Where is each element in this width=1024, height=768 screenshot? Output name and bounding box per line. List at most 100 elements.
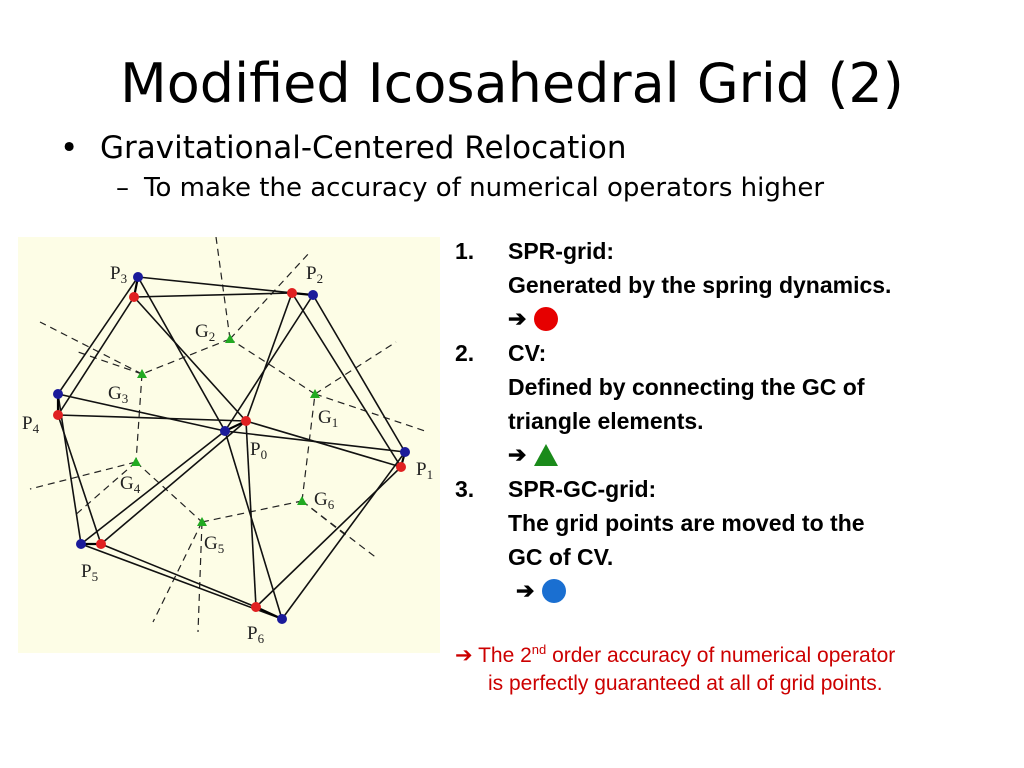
- gc-triangle-marker: [197, 517, 207, 526]
- cv-boundary-dashed-line: [29, 461, 137, 490]
- point-label-g3: G3: [108, 383, 128, 406]
- step-marker-line: ➔: [508, 574, 1015, 608]
- cv-boundary-dashed-line: [314, 393, 429, 433]
- cv-boundary-dashed-line: [39, 321, 143, 375]
- triangle-edge-line: [224, 430, 406, 453]
- arrow-icon: ➔: [516, 578, 535, 603]
- point-label-p3: P3: [110, 263, 127, 286]
- step-desc-line: Generated by the spring dynamics.: [508, 272, 892, 298]
- step-item-1: 1. SPR-grid: Generated by the spring dyn…: [455, 234, 1015, 336]
- step-desc-line: The grid points are moved to the: [508, 510, 865, 536]
- step-item-3: 3. SPR-GC-grid: The grid points are move…: [455, 472, 1015, 608]
- cv-boundary-dashed-line: [135, 461, 203, 523]
- triangle-edge-line: [57, 414, 247, 422]
- green-triangle-icon: [534, 444, 559, 466]
- point-label-g1: G1: [318, 407, 338, 430]
- blue-circle-icon: [542, 579, 567, 603]
- step-number: 1.: [455, 238, 475, 264]
- cv-boundary-dashed-line: [229, 338, 316, 395]
- arrow-icon: ➔: [455, 644, 473, 667]
- cv-boundary-dashed-line: [215, 237, 231, 340]
- bullet-level2-text: To make the accuracy of numerical operat…: [144, 173, 825, 203]
- conclusion-line-1: ➔ The 2nd order accuracy of numerical op…: [455, 636, 1015, 670]
- red-circle-icon: [534, 307, 559, 331]
- cv-boundary-dashed-line: [72, 461, 137, 518]
- gc-triangle-marker: [137, 369, 147, 378]
- step-marker-line: ➔: [508, 438, 1015, 472]
- cv-boundary-dashed-line: [152, 521, 203, 623]
- triangle-edge-line: [57, 276, 139, 395]
- cv-boundary-dashed-line: [201, 500, 303, 523]
- triangle-edge-line: [224, 430, 283, 620]
- gc-triangle-marker: [225, 334, 235, 343]
- triangle-edge-line: [224, 294, 314, 432]
- gc-triangle-marker: [297, 496, 307, 505]
- point-label-g2: G2: [195, 321, 215, 344]
- step-desc-line: GC of CV.: [508, 544, 614, 570]
- cv-boundary-dashed-line: [197, 521, 203, 633]
- point-label-g6: G6: [314, 489, 335, 512]
- spr-gc-grid-point-blue: [76, 539, 86, 549]
- triangle-edge-line: [57, 393, 82, 545]
- point-label-g4: G4: [120, 473, 141, 496]
- bullet-level1-text: Gravitational-Centered Relocation: [100, 130, 627, 166]
- cv-boundary-dashed-line: [229, 251, 311, 340]
- step-number: 2.: [455, 340, 475, 366]
- spr-grid-point-red: [396, 462, 406, 472]
- arrow-icon: ➔: [508, 306, 527, 331]
- spr-grid-point-red: [287, 288, 297, 298]
- gc-triangle-marker: [131, 457, 141, 466]
- conclusion-line-2: is perfectly guaranteed at all of grid p…: [488, 672, 883, 695]
- point-label-p1: P1: [416, 459, 433, 482]
- point-label-p6: P6: [247, 623, 265, 646]
- slide-title: Modified Icosahedral Grid (2): [120, 52, 904, 115]
- point-label-p0: P0: [250, 439, 267, 462]
- conclusion-post: order accuracy of numerical operator: [546, 644, 896, 667]
- conclusion-sup: nd: [531, 642, 547, 657]
- cv-boundary-dashed-line: [301, 500, 349, 538]
- spr-gc-grid-point-blue: [133, 272, 143, 282]
- bullet-dot: •: [60, 130, 79, 166]
- triangle-edge-line: [100, 420, 247, 545]
- spr-grid-point-red: [96, 539, 106, 549]
- bullet-level2: –To make the accuracy of numerical opera…: [116, 173, 824, 203]
- spr-gc-grid-point-blue: [400, 447, 410, 457]
- step-marker-line: ➔: [508, 302, 1015, 336]
- triangle-edge-line: [80, 543, 283, 620]
- bullet-level1: • Gravitational-Centered Relocation: [60, 130, 627, 166]
- triangle-edge-line: [281, 451, 406, 620]
- step-desc-line: triangle elements.: [508, 408, 704, 434]
- spr-gc-grid-point-blue: [220, 426, 230, 436]
- triangle-edge-line: [80, 430, 226, 545]
- point-label-g5: G5: [204, 533, 224, 556]
- spr-grid-point-red: [251, 602, 261, 612]
- triangle-edge-line: [57, 393, 226, 432]
- triangle-edge-line: [100, 543, 257, 608]
- triangle-edge-line: [137, 276, 314, 296]
- spr-gc-grid-point-blue: [277, 614, 287, 624]
- gc-triangle-marker: [310, 389, 320, 398]
- cv-boundary-dashed-line: [77, 351, 143, 375]
- steps-list: 1. SPR-grid: Generated by the spring dyn…: [455, 234, 1015, 608]
- cv-boundary-dashed-line: [135, 373, 143, 463]
- point-label-p2: P2: [306, 263, 323, 286]
- conclusion-note: ➔ The 2nd order accuracy of numerical op…: [455, 636, 1015, 698]
- step-heading: SPR-grid:: [508, 238, 615, 264]
- spr-gc-grid-point-blue: [53, 389, 63, 399]
- triangle-edge-line: [291, 292, 402, 468]
- step-number: 3.: [455, 476, 475, 502]
- spr-grid-point-red: [53, 410, 63, 420]
- step-desc-line: Defined by connecting the GC of: [508, 374, 865, 400]
- step-heading: CV:: [508, 340, 547, 366]
- triangle-edge-line: [245, 420, 402, 468]
- spr-grid-point-red: [241, 416, 251, 426]
- triangle-edge-line: [137, 276, 226, 432]
- point-label-p4: P4: [22, 413, 40, 436]
- bullet-dash: –: [116, 173, 129, 203]
- cv-boundary-dashed-line: [301, 393, 316, 502]
- conclusion-pre: The 2: [478, 644, 532, 667]
- triangle-edge-line: [57, 296, 135, 416]
- triangle-edge-line: [133, 292, 293, 298]
